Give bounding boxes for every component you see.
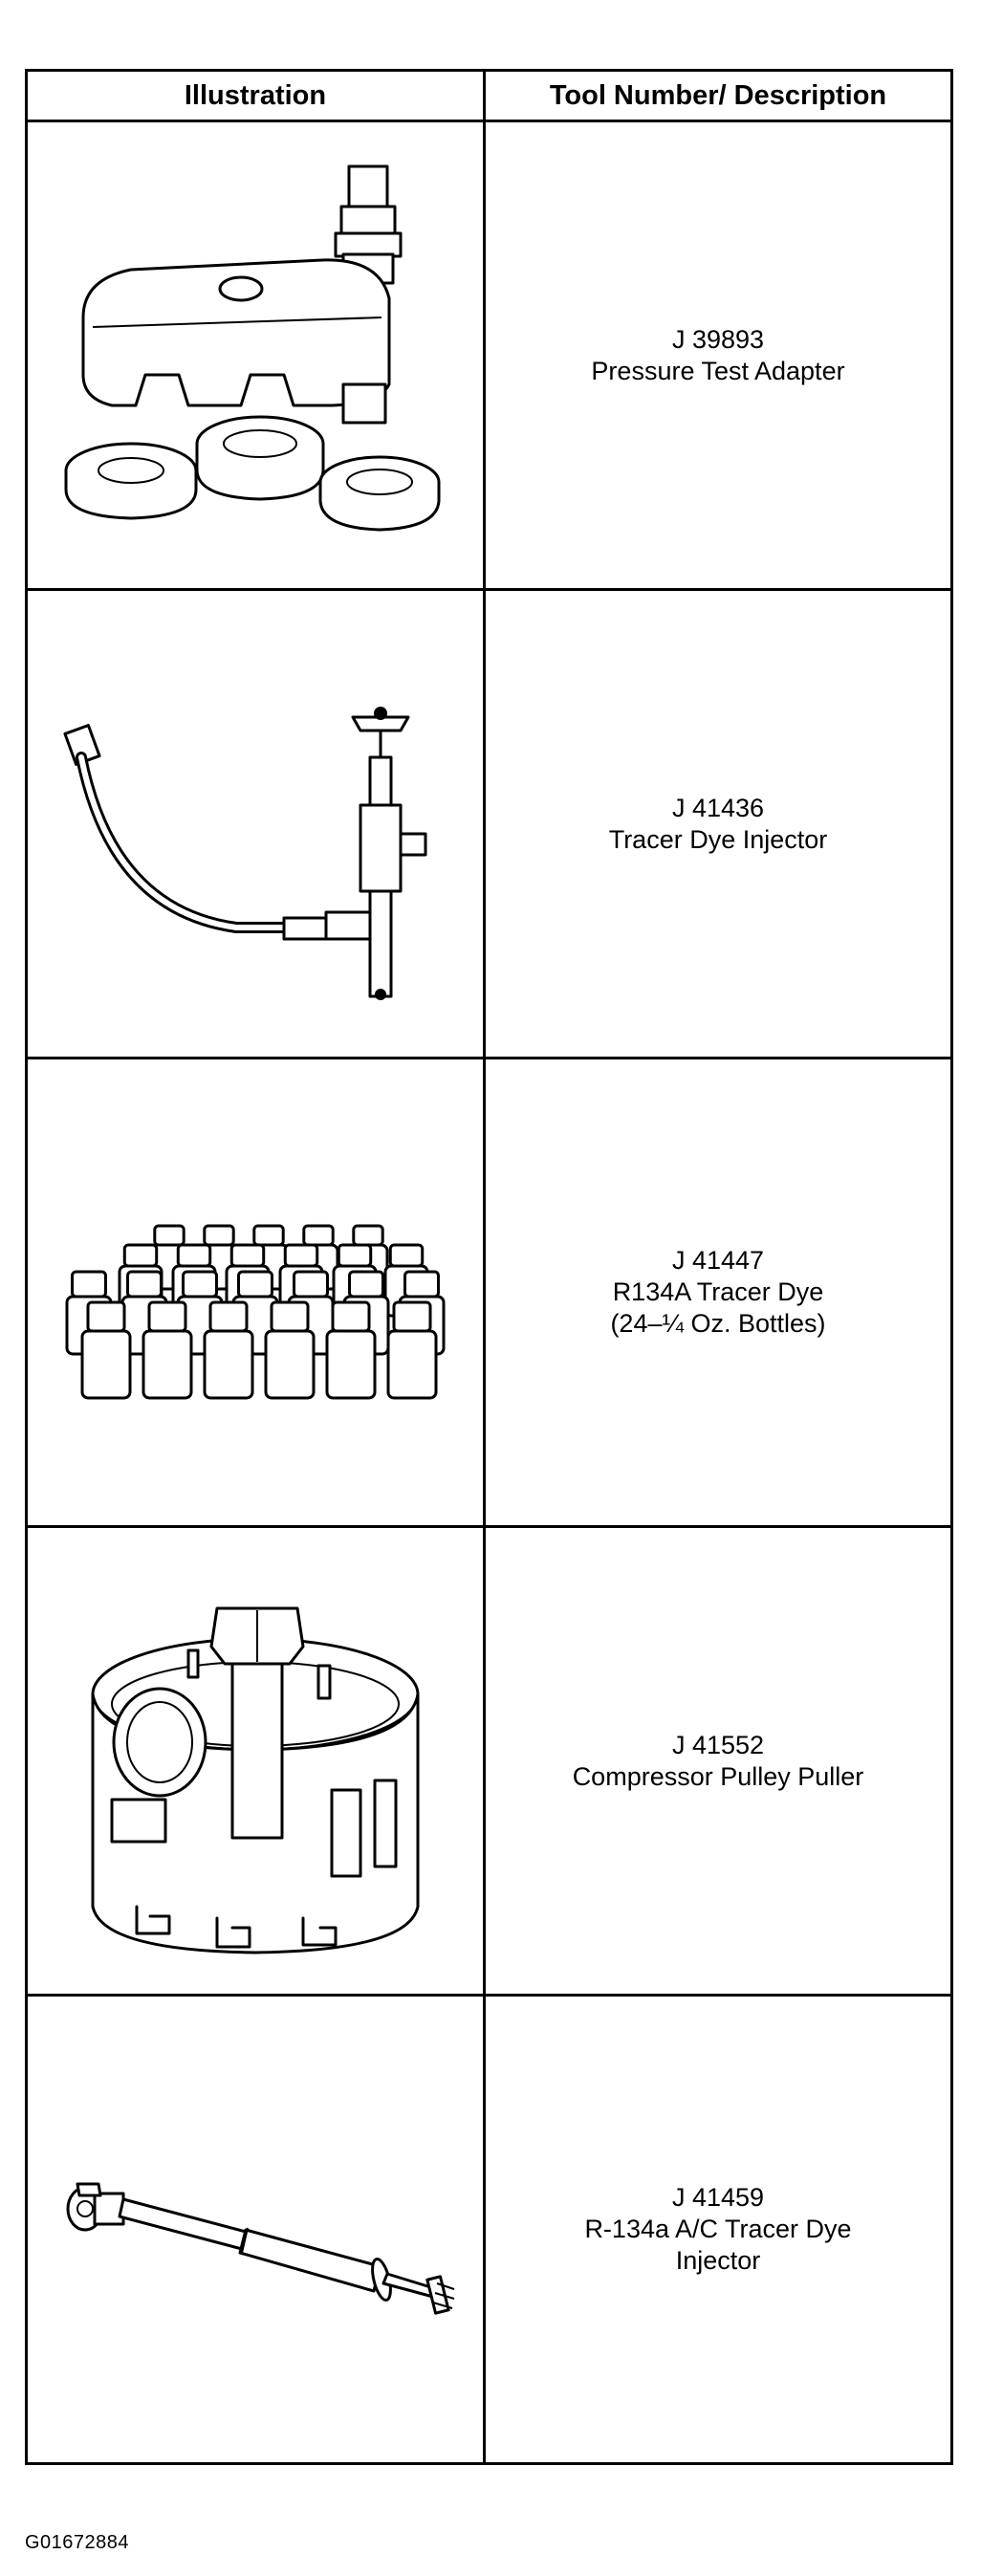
tool-number: J 41552 [671, 1730, 765, 1759]
table-row: J 39893 Pressure Test Adapter [25, 120, 953, 591]
figure-code: G01672884 [25, 2532, 130, 2553]
header-tool-number-description: Tool Number/ Description [483, 69, 953, 122]
description-cell: J 41447 R134A Tracer Dye (24–¼ Oz. Bottl… [483, 1057, 953, 1528]
tool-description-line: Pressure Test Adapter [591, 356, 845, 385]
compressor-pulley-puller-illustration [91, 1606, 420, 1954]
dye-bottle-icon [203, 1300, 254, 1399]
header-illustration: Illustration [25, 69, 486, 122]
dye-bottle-icon [325, 1300, 377, 1399]
table-row: J 41552 Compressor Pulley Puller [25, 1525, 953, 1997]
tool-number: J 39893 [671, 324, 765, 354]
table-row: J 41436 Tracer Dye Injector [25, 588, 953, 1059]
dye-bottle-icon [142, 1300, 193, 1399]
tool-number: J 41447 [671, 1246, 765, 1275]
tool-description-line: Tracer Dye Injector [608, 824, 828, 854]
description-cell: J 39893 Pressure Test Adapter [483, 120, 953, 591]
description-cell: J 41436 Tracer Dye Injector [483, 588, 953, 1059]
table-row: J 41447 R134A Tracer Dye (24–¼ Oz. Bottl… [25, 1057, 953, 1528]
tracer-dye-bottles-illustration [65, 1224, 446, 1399]
table-header-row: Illustration Tool Number/ Description [25, 69, 953, 122]
dye-bottle-icon [264, 1300, 316, 1399]
illustration-cell [25, 120, 486, 591]
table-row: J 41459 R-134a A/C Tracer Dye Injector [25, 1994, 953, 2465]
pressure-test-adapter-illustration [64, 164, 441, 531]
tool-description-line: Injector [675, 2246, 761, 2275]
tool-number: J 41459 [671, 2183, 765, 2212]
illustration-cell [25, 588, 486, 1059]
special-tools-table: Illustration Tool Number/ Description [25, 69, 953, 2465]
tool-description-line: (24–¼ Oz. Bottles) [610, 1309, 826, 1338]
tool-description-line: Compressor Pulley Puller [572, 1761, 864, 1791]
tracer-dye-injector-illustration [63, 706, 427, 1000]
description-cell: J 41552 Compressor Pulley Puller [483, 1525, 953, 1997]
description-cell: J 41459 R-134a A/C Tracer Dye Injector [483, 1994, 953, 2465]
tool-description-line: R-134a A/C Tracer Dye [584, 2215, 852, 2243]
illustration-cell [25, 1057, 486, 1528]
dye-bottle-icon [80, 1300, 132, 1399]
illustration-cell [25, 1525, 486, 1997]
ac-tracer-dye-injector-illustration [66, 2182, 455, 2315]
illustration-cell [25, 1994, 486, 2465]
tool-number: J 41436 [671, 793, 765, 822]
dye-bottle-icon [386, 1300, 438, 1399]
tool-description-line: R134A Tracer Dye [612, 1277, 824, 1306]
